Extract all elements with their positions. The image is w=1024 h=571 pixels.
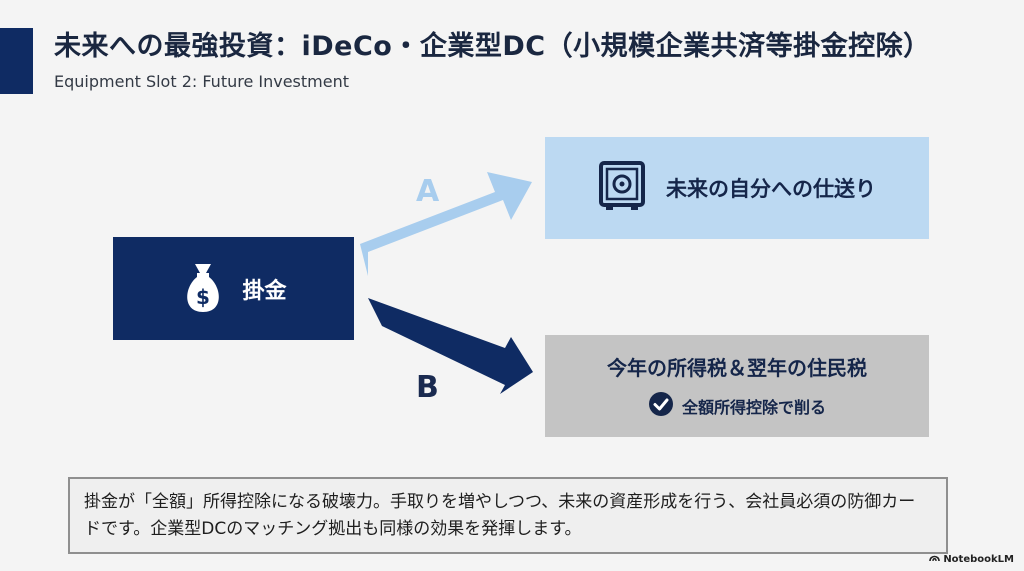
notebooklm-logo-icon (929, 553, 941, 565)
arrow-b (368, 298, 533, 394)
brand-label: NotebookLM (943, 553, 1014, 565)
contribution-box: $ 掛金 (113, 237, 354, 340)
full-deduction-label: 全額所得控除で削る (681, 397, 826, 417)
future-self-box: 未来の自分への仕送り (545, 137, 929, 239)
path-a-letter: A (416, 174, 440, 209)
title-accent-bar (0, 28, 33, 94)
svg-text:$: $ (197, 285, 211, 309)
notebooklm-watermark: NotebookLM (929, 553, 1014, 565)
full-deduction-row: 全額所得控除で削る (648, 391, 826, 421)
page-title: 未来への最強投資：iDeCo・企業型DC（小規模企業共済等掛金控除） (54, 31, 931, 62)
summary-note: 掛金が「全額」所得控除になる破壊力。手取りを増やしつつ、未来の資産形成を行う、会… (68, 477, 948, 554)
future-self-label: 未来の自分への仕送り (666, 177, 876, 201)
check-circle-icon (648, 391, 674, 421)
path-b-letter: B (416, 370, 439, 405)
money-bag-icon: $ (180, 260, 226, 318)
safe-icon (598, 160, 646, 216)
tax-reduction-box: 今年の所得税＆翌年の住民税 全額所得控除で削る (545, 335, 929, 437)
contribution-label: 掛金 (242, 278, 287, 304)
page-subtitle: Equipment Slot 2: Future Investment (54, 72, 350, 91)
tax-reduction-label: 今年の所得税＆翌年の住民税 (607, 355, 867, 380)
arrow-a (360, 172, 532, 276)
